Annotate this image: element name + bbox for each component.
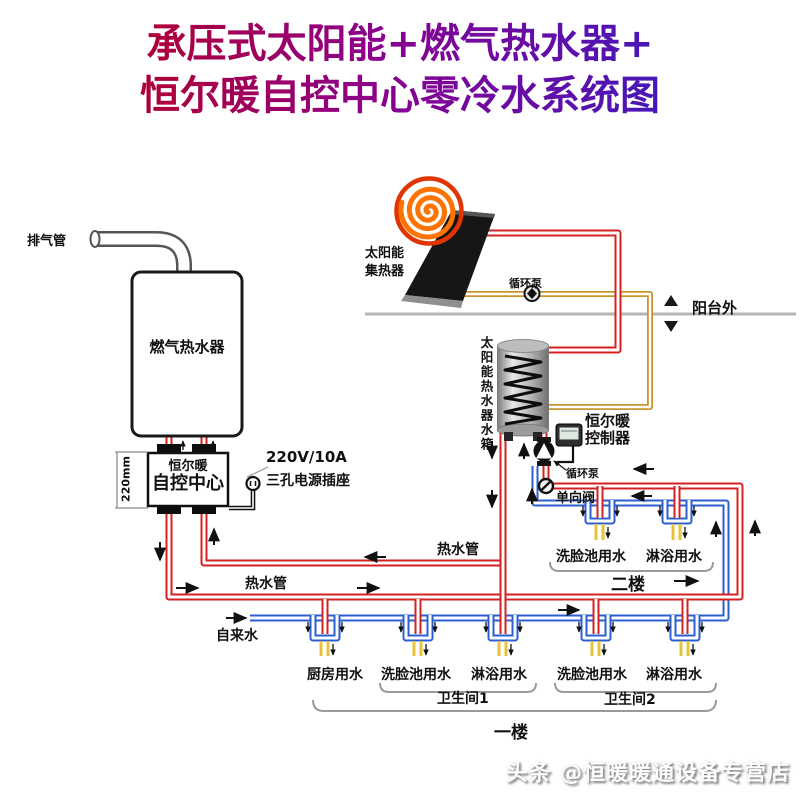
balcony-label: 阳台外 bbox=[692, 299, 738, 317]
control-center-box bbox=[146, 444, 230, 514]
circulation-pump-roof-icon bbox=[523, 285, 541, 302]
control-height-label: 220mm bbox=[119, 456, 133, 502]
power-socket-label: 三孔电源插座 bbox=[266, 473, 350, 489]
exhaust-pipe bbox=[89, 230, 192, 278]
kitchen-label: 厨房用水 bbox=[307, 667, 363, 683]
triangle-up-icon bbox=[664, 295, 678, 306]
title-line-2: 恒尔暖自控中心零冷水系统图 bbox=[0, 70, 800, 122]
dimension-lines bbox=[115, 451, 148, 509]
f2-shower-label: 淋浴用水 bbox=[646, 549, 702, 565]
collector-label-line1: 太阳能 bbox=[365, 246, 405, 261]
control-center-brand-label: 恒尔暖 bbox=[168, 459, 208, 474]
bathroom1-label: 卫生间1 bbox=[437, 691, 489, 707]
power-rating-label: 220V/10A bbox=[266, 448, 347, 466]
check-valve-icon bbox=[537, 477, 555, 495]
page-title: 承压式太阳能+燃气热水器+ 恒尔暖自控中心零冷水系统图 bbox=[0, 18, 800, 122]
gas-heater-label: 燃气热水器 bbox=[149, 338, 225, 356]
controller-brand-label: 恒尔暖 bbox=[585, 412, 631, 430]
pump-roof-label: 循环泵 bbox=[509, 277, 542, 290]
flow-arrows bbox=[154, 440, 761, 656]
control-center-name-label: 自控中心 bbox=[152, 473, 224, 494]
pump-indoor-label: 循环泵 bbox=[566, 467, 599, 480]
heat-exchanger-coil bbox=[503, 354, 543, 426]
tank-label: 太阳能热水器水箱 bbox=[478, 336, 494, 452]
collector-label-line2: 集热器 bbox=[365, 264, 405, 279]
floor2-label: 二楼 bbox=[611, 575, 645, 595]
title-line-1: 承压式太阳能+燃气热水器+ bbox=[0, 18, 800, 70]
hot-pipe-upper-label: 热水管 bbox=[437, 542, 479, 558]
controller-name-label: 控制器 bbox=[585, 429, 631, 447]
f1-basin1-label: 洗脸池用水 bbox=[381, 667, 451, 683]
check-valve-label: 单向阀 bbox=[556, 491, 596, 506]
f2-basin-label: 洗脸池用水 bbox=[556, 549, 626, 565]
triangle-down-icon bbox=[664, 321, 678, 332]
power-socket-icon bbox=[229, 466, 269, 511]
tap-water-label: 自来水 bbox=[216, 628, 258, 644]
controller-icon bbox=[555, 423, 583, 464]
circulation-pump-icon bbox=[533, 437, 555, 466]
group-brackets bbox=[312, 561, 717, 712]
balcony-divider-line bbox=[365, 295, 796, 332]
gas-heater-body bbox=[130, 270, 244, 438]
hot-pipe-lower-label: 热水管 bbox=[245, 576, 287, 592]
bathroom2-label: 卫生间2 bbox=[604, 692, 656, 708]
exhaust-pipe-label: 排气管 bbox=[27, 234, 67, 249]
solar-loop-pipes bbox=[461, 291, 653, 410]
tap-outlet-stubs bbox=[319, 524, 690, 656]
f1-basin2-label: 洗脸池用水 bbox=[557, 667, 627, 683]
f1-shower1-label: 淋浴用水 bbox=[471, 667, 527, 683]
floor1-label: 一楼 bbox=[494, 723, 528, 743]
sun-spiral-icon bbox=[394, 176, 464, 246]
solar-tank bbox=[497, 339, 549, 441]
f1-shower2-label: 淋浴用水 bbox=[646, 667, 702, 683]
store-watermark: 头条 @恒暖暖通设备专营店 bbox=[505, 761, 790, 786]
